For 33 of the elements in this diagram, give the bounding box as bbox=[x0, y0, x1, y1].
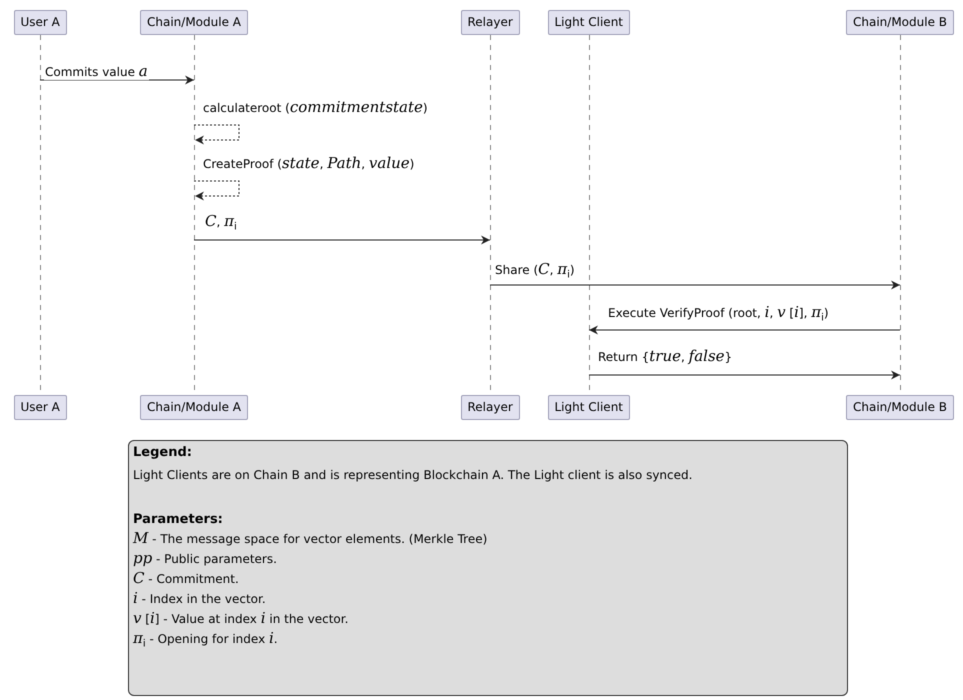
edge-label: Return {true, false} bbox=[597, 347, 734, 365]
note-heading: Legend: bbox=[133, 445, 193, 460]
note-text: C - Commitment. bbox=[133, 569, 240, 587]
note-box bbox=[128, 440, 848, 696]
message-arrow bbox=[194, 236, 490, 244]
participant-box: Chain/Module B bbox=[846, 395, 954, 420]
note-text: v [i] - Value at index i in the vector. bbox=[133, 609, 350, 627]
note-text: M - The message space for vector elements. (Merkle Tree) bbox=[133, 529, 488, 547]
edge-label: Execute VerifyProof (root, i, v [i], π$_{i}$) bbox=[607, 303, 830, 324]
participant-box: Chain/Module B bbox=[846, 10, 954, 35]
message-arrow bbox=[194, 124, 240, 144]
participant-box: User A bbox=[14, 395, 67, 420]
participant-box: Chain/Module A bbox=[140, 10, 248, 35]
note-heading: Parameters: bbox=[133, 512, 224, 527]
participant-box: User A bbox=[14, 10, 67, 35]
participant-box: Relayer bbox=[460, 395, 520, 420]
note-text: i - Index in the vector. bbox=[133, 589, 267, 607]
edge-label: calculateroot (commitmentstate) bbox=[202, 98, 429, 116]
participant-box: Light Client bbox=[548, 10, 630, 35]
edge-label: C, π$_{i}$ bbox=[204, 212, 238, 232]
message-arrow bbox=[588, 370, 900, 380]
participant-box: Chain/Module A bbox=[140, 395, 248, 420]
note-text: Light Clients are on Chain B and is representing Blockchain A. The Light client is also synced. bbox=[133, 468, 694, 482]
message-arrow bbox=[194, 180, 240, 200]
note-text: π$_{i}$ - Opening for index i. bbox=[133, 629, 279, 650]
edge-label: CreateProof (state, Path, value) bbox=[202, 154, 416, 172]
message-arrow bbox=[40, 76, 194, 84]
note-text: pp - Public parameters. bbox=[133, 549, 278, 567]
participant-box: Light Client bbox=[548, 395, 630, 420]
participant-box: Relayer bbox=[460, 10, 520, 35]
message-arrow bbox=[588, 326, 900, 334]
message-arrow bbox=[490, 280, 900, 290]
edge-label: Share (C, π$_{i}$) bbox=[494, 260, 576, 280]
